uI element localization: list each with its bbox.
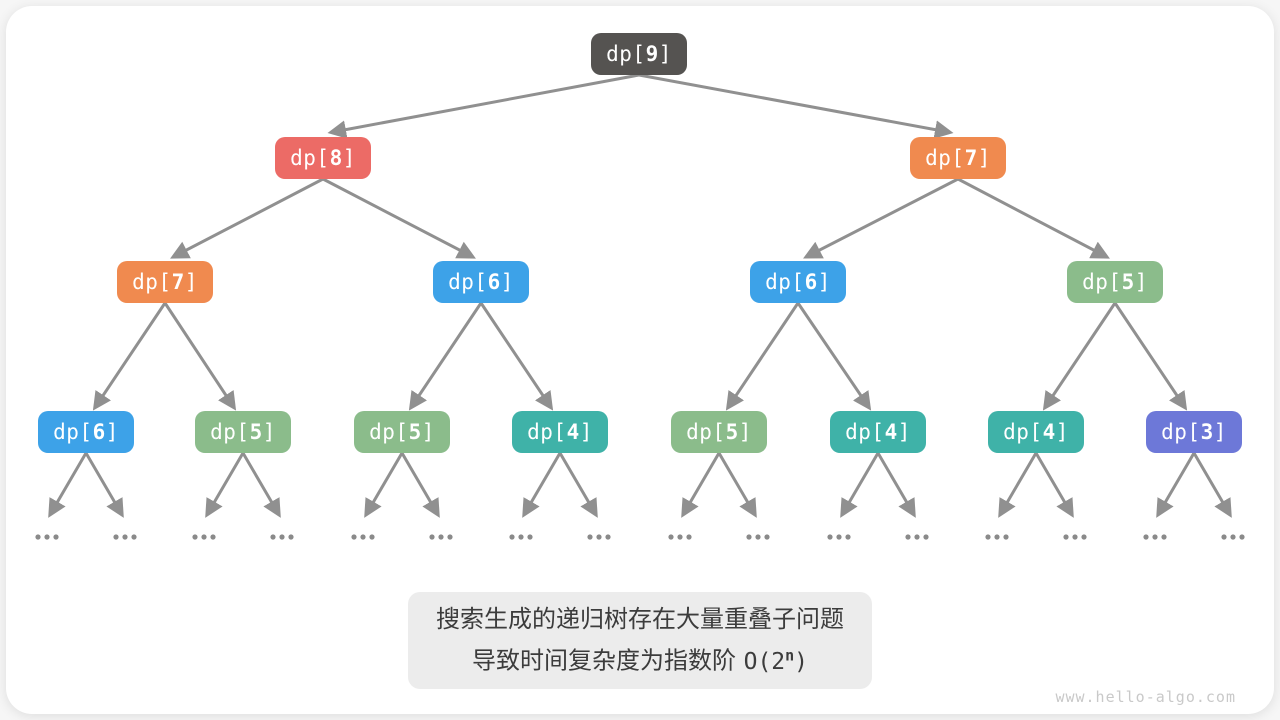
tree-node-n0-dp-9: dp[9] [591, 33, 687, 75]
tree-node-n2-dp-7: dp[7] [910, 137, 1006, 179]
tree-node-n8-dp-5: dp[5] [195, 411, 291, 453]
tree-node-n11-dp-5: dp[5] [671, 411, 767, 453]
tree-node-n6-dp-5: dp[5] [1067, 261, 1163, 303]
caption-line1: 搜索生成的递归树存在大量重叠子问题 [436, 605, 844, 633]
caption-box: 搜索生成的递归树存在大量重叠子问题 导致时间复杂度为指数阶 O(2n) [408, 592, 872, 689]
tree-node-n3-dp-7: dp[7] [117, 261, 213, 303]
caption-line2: 导致时间复杂度为指数阶 O(2n) [436, 637, 844, 680]
tree-node-n10-dp-4: dp[4] [512, 411, 608, 453]
watermark: www.hello-algo.com [1055, 688, 1236, 706]
tree-node-n1-dp-8: dp[8] [275, 137, 371, 179]
tree-node-n7-dp-6: dp[6] [38, 411, 134, 453]
tree-node-n14-dp-3: dp[3] [1146, 411, 1242, 453]
tree-node-n9-dp-5: dp[5] [354, 411, 450, 453]
tree-node-n5-dp-6: dp[6] [750, 261, 846, 303]
caption-line2-text: 导致时间复杂度为指数阶 [471, 646, 744, 675]
tree-node-n13-dp-4: dp[4] [988, 411, 1084, 453]
tree-node-n12-dp-4: dp[4] [830, 411, 926, 453]
caption-complexity: O(2n) [743, 646, 809, 675]
tree-node-n4-dp-6: dp[6] [433, 261, 529, 303]
